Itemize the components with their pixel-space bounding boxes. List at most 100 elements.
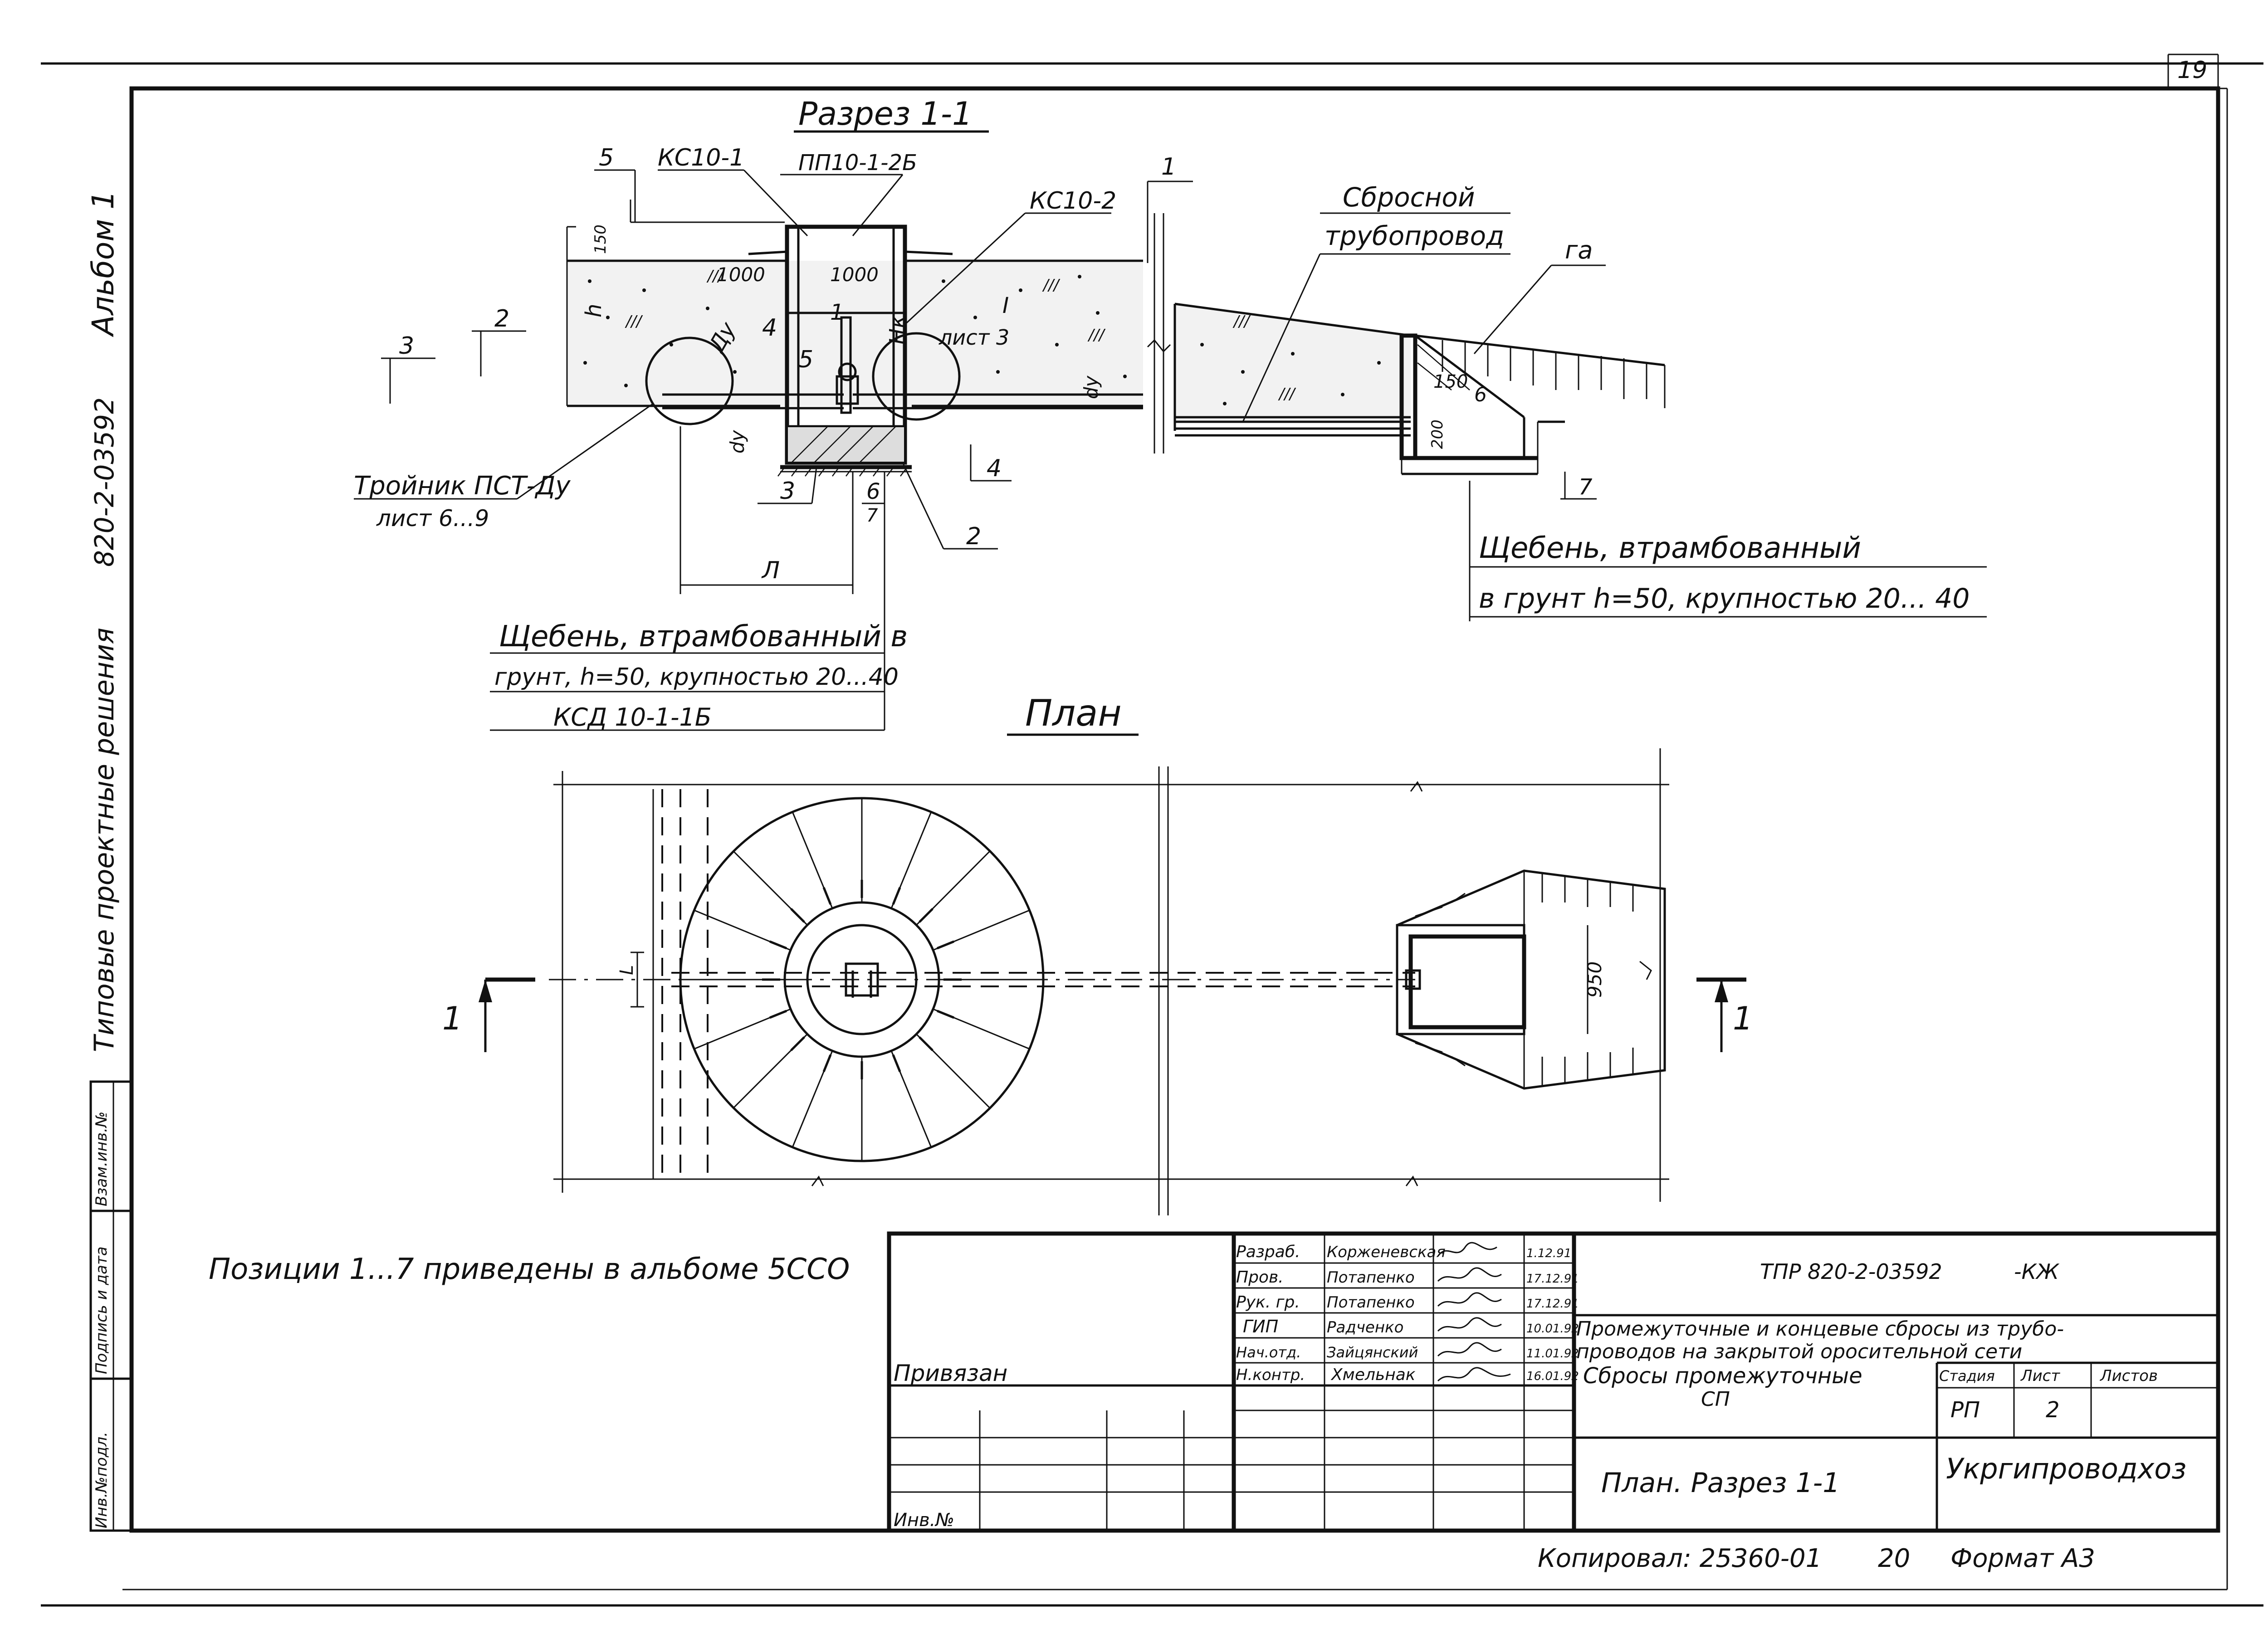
label-kc10-1: КС10-1 <box>658 144 744 171</box>
side-stamp: Альбом 1 820-2-03592 Типовые проектные р… <box>86 190 133 1532</box>
name-5: Зайцянский <box>1327 1344 1418 1361</box>
role-5: Нач.отд. <box>1236 1344 1301 1361</box>
label-pos-4: 4 <box>762 314 777 341</box>
label-dy-right: dу <box>1080 375 1102 399</box>
label-dim-200: 200 <box>1428 419 1447 449</box>
label-tee-sheet: лист 6...9 <box>376 505 489 532</box>
title-block: ТПР 820-2-03592 -КЖ Разраб. Корженевская… <box>887 1231 2220 1533</box>
section-title: Разрез 1-1 <box>798 95 973 132</box>
footer-20: 20 <box>1878 1544 1910 1573</box>
series-label: Типовые проектные решения <box>88 628 120 1052</box>
label-hk: Нк <box>885 315 910 345</box>
svg-text:///: /// <box>1232 312 1251 331</box>
label-dim-150: 150 <box>591 224 610 254</box>
stage-value: РП <box>1950 1397 1980 1423</box>
label-pos-2b: 2 <box>966 523 981 550</box>
label-dim-l: L <box>616 965 637 975</box>
doc-suffix: -КЖ <box>2014 1259 2060 1284</box>
replace-inv-label: Взам.инв.№ <box>93 1112 111 1206</box>
name-1: Корженевская <box>1327 1243 1446 1261</box>
svg-text:///: /// <box>706 267 725 285</box>
positions-note: Позиции 1...7 приведены в альбоме 5ССО <box>209 1253 850 1286</box>
name-6: Хмельнак <box>1330 1366 1416 1384</box>
break-lines <box>1147 213 1171 454</box>
role-1: Разраб. <box>1236 1243 1300 1261</box>
svg-text:///: /// <box>1278 385 1296 403</box>
label-pos-1-top: 1 <box>1161 153 1176 180</box>
cut-marker-right: 1 <box>1733 1000 1753 1037</box>
label-pos-7: 7 <box>866 505 878 526</box>
detail-circle-left <box>645 337 734 425</box>
label-1000-right: 1000 <box>830 263 879 286</box>
stage-label: Стадия <box>1939 1367 1995 1385</box>
inv-label: Инв.№ <box>894 1510 954 1531</box>
plan-title: План <box>1025 692 1122 734</box>
svg-text:///: /// <box>1087 326 1106 344</box>
date-4: 10.01.92 <box>1526 1322 1579 1336</box>
label-1000-left: 1000 <box>717 263 765 286</box>
signatures <box>1437 1242 1511 1382</box>
detail-circle-right <box>872 332 961 421</box>
section-leaders <box>566 169 1193 327</box>
section-view: Разрез 1-1 /// /// /// /// <box>354 95 1987 732</box>
svg-text:///: /// <box>625 312 643 331</box>
sheets-label: Листов <box>2099 1367 2158 1385</box>
label-dim-a: Л <box>761 557 780 584</box>
label-kc10-2: КС10-2 <box>1030 187 1116 215</box>
organization: Укргипроводхоз <box>1946 1452 2186 1485</box>
date-3: 17.12.91 <box>1526 1297 1579 1311</box>
sheet-number: 19 <box>2177 57 2207 84</box>
label-tee: Тройник ПСТ-Ду <box>354 471 571 501</box>
date-6: 16.01.92 <box>1526 1370 1579 1383</box>
label-ga: га <box>1565 236 1593 264</box>
sheet-label: Лист <box>2020 1367 2060 1385</box>
soil-texture: /// /// /// /// <box>583 267 1127 387</box>
well <box>785 224 907 465</box>
role-3: Рук. гр. <box>1236 1293 1300 1312</box>
label-discharge-1: Сбросной <box>1343 182 1475 213</box>
label-gravel-left-2: грунт, h=50, крупностью 20...40 <box>494 663 899 691</box>
label-sheet-3: лист 3 <box>938 325 1009 350</box>
soil-left <box>567 261 1143 406</box>
format-label: Формат А3 <box>1950 1544 2095 1573</box>
label-pos-6: 6 <box>866 479 880 504</box>
svg-text:///: /// <box>1042 276 1061 294</box>
label-pos-5: 5 <box>599 144 614 171</box>
album-label: Альбом 1 <box>86 190 121 337</box>
label-dy-bottom: dу <box>726 429 748 454</box>
name-3: Потапенко <box>1327 1293 1415 1312</box>
label-gravel-left-1: Щебень, втрамбованный в <box>499 620 908 654</box>
label-pos-4b: 4 <box>987 455 1002 482</box>
code-label: 820-2-03592 <box>89 397 120 567</box>
label-roman-1: I <box>1002 293 1009 318</box>
label-pos-6-outlet: 6 <box>1474 383 1487 406</box>
sheet-title-1: Сбросы промежуточные <box>1583 1363 1862 1389</box>
sheet-frame: 19 <box>41 54 2263 1607</box>
signature-date-label: Подпись и дата <box>93 1246 111 1374</box>
bound-label: Привязан <box>894 1360 1007 1386</box>
well-bottom-slab <box>786 425 906 463</box>
label-discharge-2: трубопровод <box>1325 220 1504 251</box>
date-5: 11.01.92 <box>1526 1347 1579 1361</box>
drawing-name: План. Разрез 1-1 <box>1601 1467 1840 1499</box>
main-pipe <box>662 393 1143 410</box>
label-pos-2: 2 <box>494 305 509 332</box>
label-pos-7-outlet: 7 <box>1579 474 1593 500</box>
doc-code: ТПР 820-2-03592 <box>1760 1259 1942 1284</box>
sheet-title-2: СП <box>1701 1388 1730 1411</box>
plan-view: План <box>442 692 1753 1215</box>
label-gravel-right-2: в грунт h=50, крупностью 20... 40 <box>1479 583 1970 615</box>
label-ksd: КСД 10-1-1Б <box>553 703 712 732</box>
date-2: 17.12.91 <box>1526 1272 1579 1286</box>
role-2: Пров. <box>1236 1268 1284 1287</box>
label-gravel-right-1: Щебень, втрамбованный <box>1479 532 1861 565</box>
role-6: Н.контр. <box>1236 1366 1305 1384</box>
date-1: 1.12.91 <box>1526 1247 1571 1260</box>
sheet-value: 2 <box>2046 1397 2060 1423</box>
label-pos-3b: 3 <box>780 478 795 505</box>
label-h: h <box>581 304 606 317</box>
description-line-2: проводов на закрытой оросительной сети <box>1576 1340 2022 1363</box>
label-pp10-1-2b: ПП10-1-2Б <box>798 150 917 176</box>
name-4: Радченко <box>1327 1318 1403 1336</box>
